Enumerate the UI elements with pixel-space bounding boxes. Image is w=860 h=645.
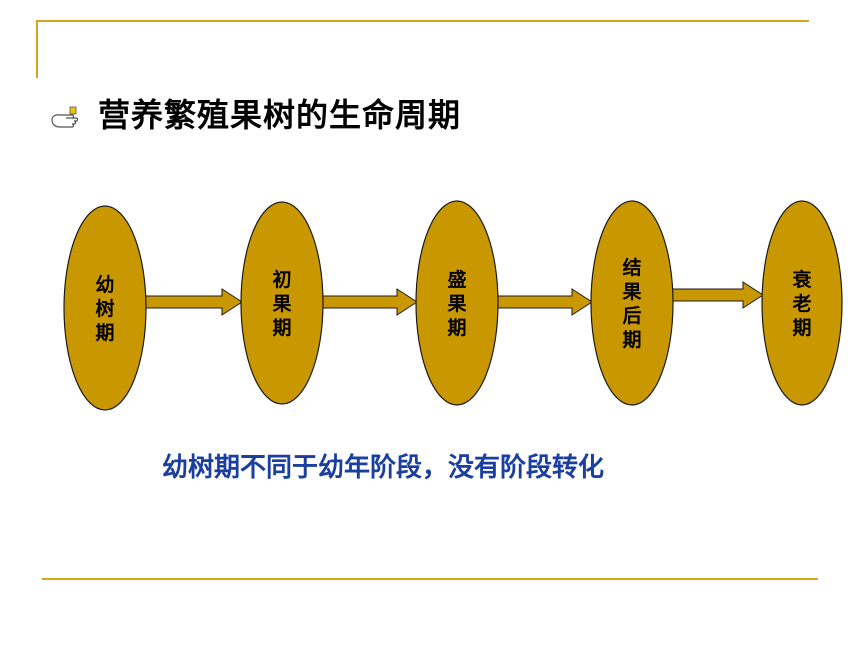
- stage-5: 衰老期: [761, 200, 843, 406]
- stage-label-char: 期: [792, 317, 811, 339]
- stage-label-char: 幼: [95, 273, 114, 296]
- stage-label-char: 结: [622, 256, 641, 279]
- stage-1: 幼树期: [63, 205, 147, 411]
- bottom-rule: [42, 578, 818, 580]
- hand-pointer-icon: [51, 106, 79, 128]
- stage-ellipse: [240, 201, 324, 405]
- cycle-note: 幼树期不同于幼年阶段，没有阶段转化: [162, 453, 605, 483]
- stage-2: 初果期: [240, 201, 324, 405]
- stage-label-char: 果: [271, 293, 291, 315]
- stage-label-char: 果: [621, 281, 641, 303]
- arrows-layer: [144, 281, 764, 316]
- arrow-1-to-2: [144, 288, 243, 316]
- stage-ellipse: [63, 205, 147, 411]
- page-title: 营养繁殖果树的生命周期: [98, 96, 462, 134]
- stage-label-char: 衰: [791, 268, 812, 291]
- stage-ellipse: [761, 200, 843, 406]
- stage-label-char: 期: [272, 317, 291, 339]
- arrow-3-to-4: [496, 288, 593, 316]
- stage-label-char: 期: [447, 317, 466, 339]
- stage-ellipse: [590, 200, 674, 406]
- stage-label-char: 果: [446, 293, 466, 315]
- left-rule: [36, 20, 38, 78]
- arrow-4-to-5: [671, 281, 764, 309]
- arrow-2-to-3: [321, 288, 418, 316]
- top-rule: [36, 20, 809, 22]
- stage-label-char: 后: [622, 305, 641, 327]
- stage-ellipse: [415, 200, 499, 406]
- stage-label-char: 盛: [447, 268, 466, 291]
- stage-label-char: 树: [95, 297, 114, 320]
- stage-label-char: 老: [792, 292, 811, 315]
- stage-label-char: 期: [622, 329, 641, 351]
- stage-label-char: 初: [272, 268, 291, 291]
- stage-3: 盛果期: [415, 200, 499, 406]
- stage-label-char: 期: [95, 322, 114, 344]
